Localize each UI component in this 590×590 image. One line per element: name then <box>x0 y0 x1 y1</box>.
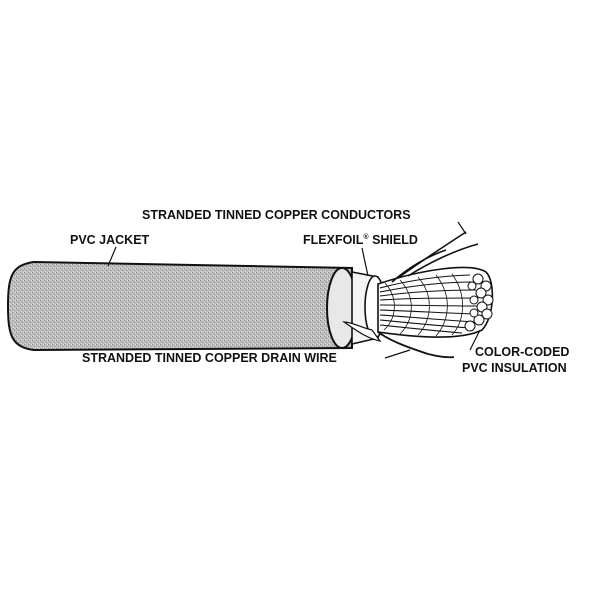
drain-label: STRANDED TINNED COPPER DRAIN WIRE <box>82 351 337 365</box>
insulation-label-line2: PVC INSULATION <box>462 361 567 375</box>
leader-jacket <box>107 246 117 267</box>
shield-name: FLEXFOIL <box>303 233 364 247</box>
leader-shield <box>361 247 369 277</box>
jacket-body <box>6 260 353 352</box>
shield-registered-mark: ® <box>363 233 369 241</box>
conductors-label: STRANDED TINNED COPPER CONDUCTORS <box>142 208 411 222</box>
leader-lines <box>107 221 481 359</box>
pvc-jacket <box>6 260 358 352</box>
shield-flap <box>342 321 382 342</box>
jacket-label: PVC JACKET <box>70 233 150 247</box>
leader-conductors <box>457 221 467 235</box>
conductor-bundle <box>377 231 494 338</box>
shield-word: SHIELD <box>369 233 418 247</box>
leader-insulation <box>469 329 481 351</box>
bundle-outline <box>377 266 494 338</box>
leader-drain <box>384 349 411 359</box>
conductor-strands <box>379 273 479 337</box>
drain-wire <box>377 331 455 359</box>
protruding-conductors <box>391 231 479 283</box>
conductor-ends <box>464 273 494 332</box>
insulation-label-line1: COLOR-CODED <box>475 345 569 359</box>
shield-label: FLEXFOIL® SHIELD <box>303 233 418 247</box>
